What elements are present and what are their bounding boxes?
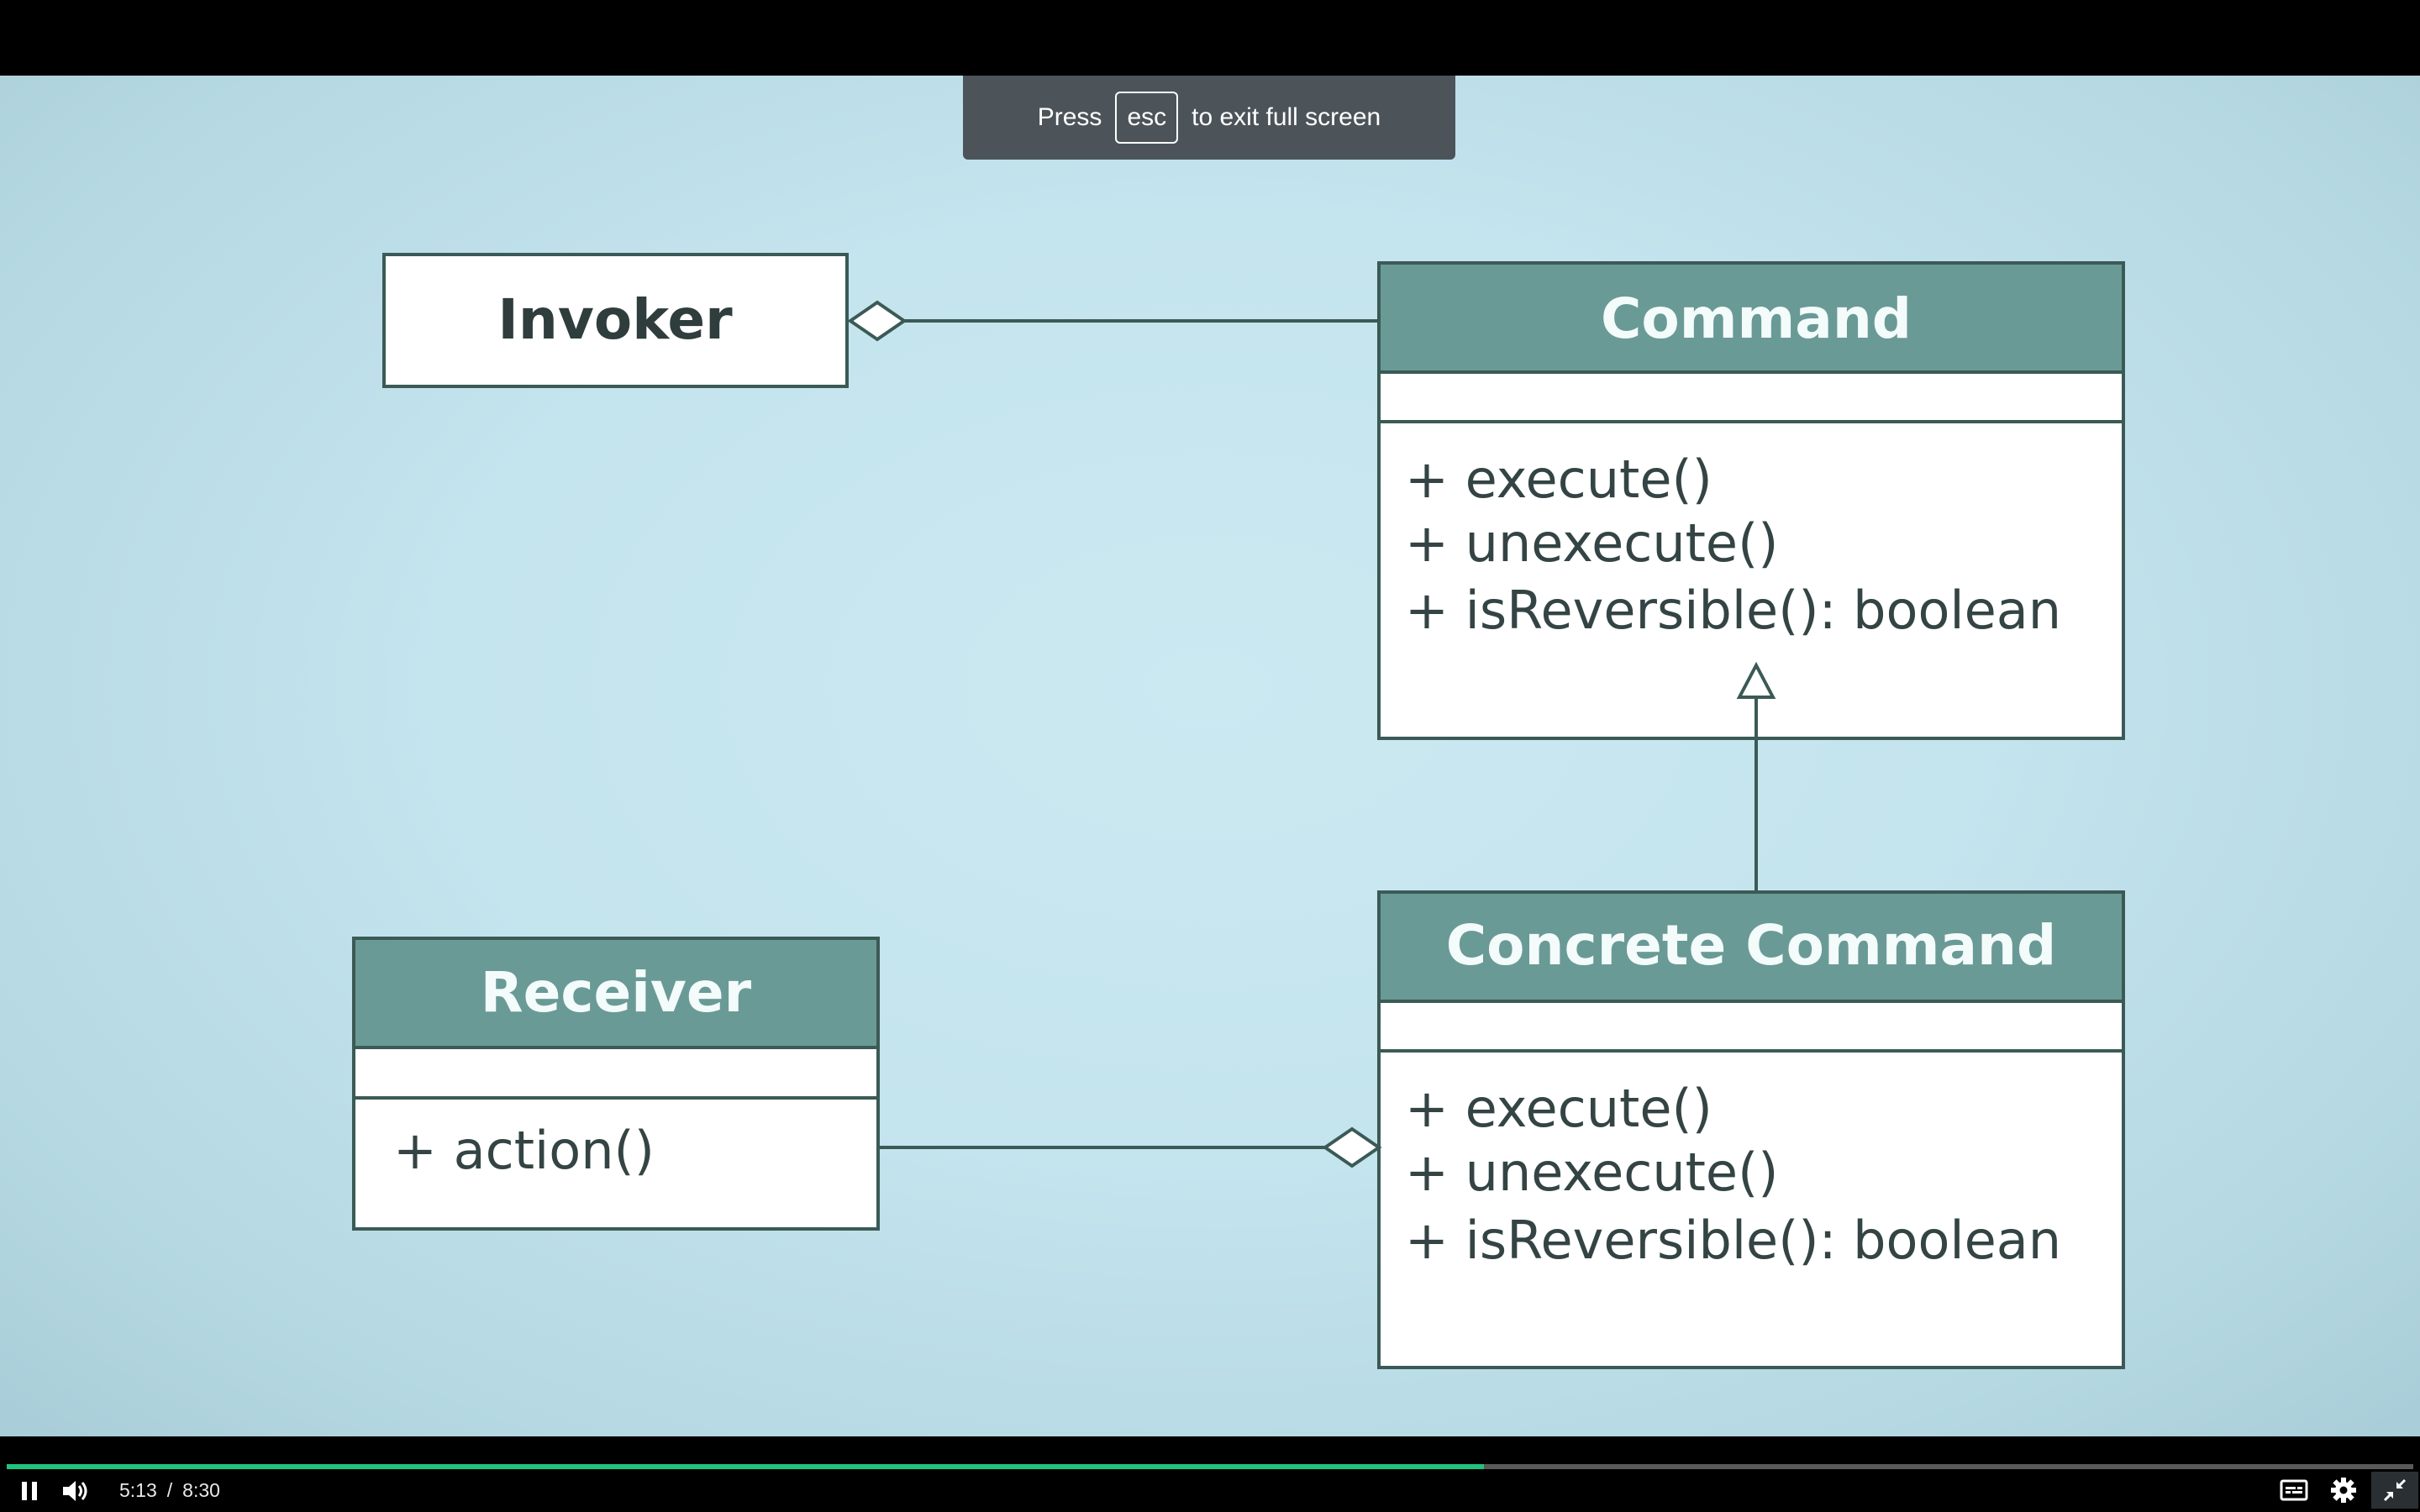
concrete-command-method-isreversible: + isReversible(): boolean [1405,1210,2061,1271]
current-time: 5:13 [119,1479,157,1501]
settings-button[interactable] [2326,1473,2361,1507]
concrete-command-method-execute: + execute() [1405,1078,1712,1139]
progress-bar[interactable] [7,1464,2413,1469]
aggregation-diamond [1322,1126,1382,1168]
invoker-command-association [847,300,1379,342]
generalization-triangle [1736,661,1776,699]
concrete-command-title: Concrete Command [1446,913,2057,978]
invoker-class: Invoker [382,253,849,388]
concrete-command-header [1381,894,2122,1001]
receiver-class: Receiver + action() [352,937,880,1231]
progress-fill [7,1464,1485,1469]
command-class: Command + execute() + unexecute() + isRe… [1377,261,2125,740]
uml-diagram: Invoker Command + execute() + unexecute(… [352,253,2125,1369]
command-title: Command [1601,286,1912,351]
concrete-command-class: Concrete Command + execute() + unexecute… [1377,890,2125,1369]
volume-icon [63,1481,87,1501]
receiver-title: Receiver [481,960,752,1025]
toast-exit-label: to exit full screen [1192,103,1381,131]
toast-press-label: Press [1037,103,1102,131]
time-display: 5:13 / 8:30 [119,1478,220,1502]
command-method-isreversible: + isReversible(): boolean [1405,580,2061,641]
exit-fullscreen-icon [2383,1478,2407,1502]
pause-button[interactable] [15,1477,44,1505]
fullscreen-toast: Press esc to exit full screen [963,76,1455,160]
receiver-header [355,940,876,1047]
receiver-method-action: + action() [393,1120,655,1181]
volume-button[interactable] [59,1475,92,1507]
invoker-title: Invoker [497,287,733,352]
player-controls [0,1436,2420,1512]
command-method-execute: + execute() [1405,449,1712,510]
invoker-box [382,253,849,388]
generalization-arrow [1736,661,1776,892]
video-frame[interactable]: Invoker Command + execute() + unexecute(… [0,76,2420,1436]
aggregation-diamond [847,300,908,342]
exit-fullscreen-button[interactable] [2371,1472,2418,1509]
command-method-unexecute: + unexecute() [1405,512,1778,574]
time-separator: / [166,1479,173,1501]
captions-button[interactable] [2275,1475,2312,1505]
command-header [1381,265,2122,372]
duration: 8:30 [182,1479,220,1501]
concrete-command-method-unexecute: + unexecute() [1405,1142,1778,1203]
concrete-command-receiver-association [878,1126,1382,1168]
gear-icon [2331,1478,2356,1503]
esc-key-badge: esc [1115,92,1179,144]
captions-icon [2280,1479,2308,1501]
pause-icon [22,1482,37,1500]
